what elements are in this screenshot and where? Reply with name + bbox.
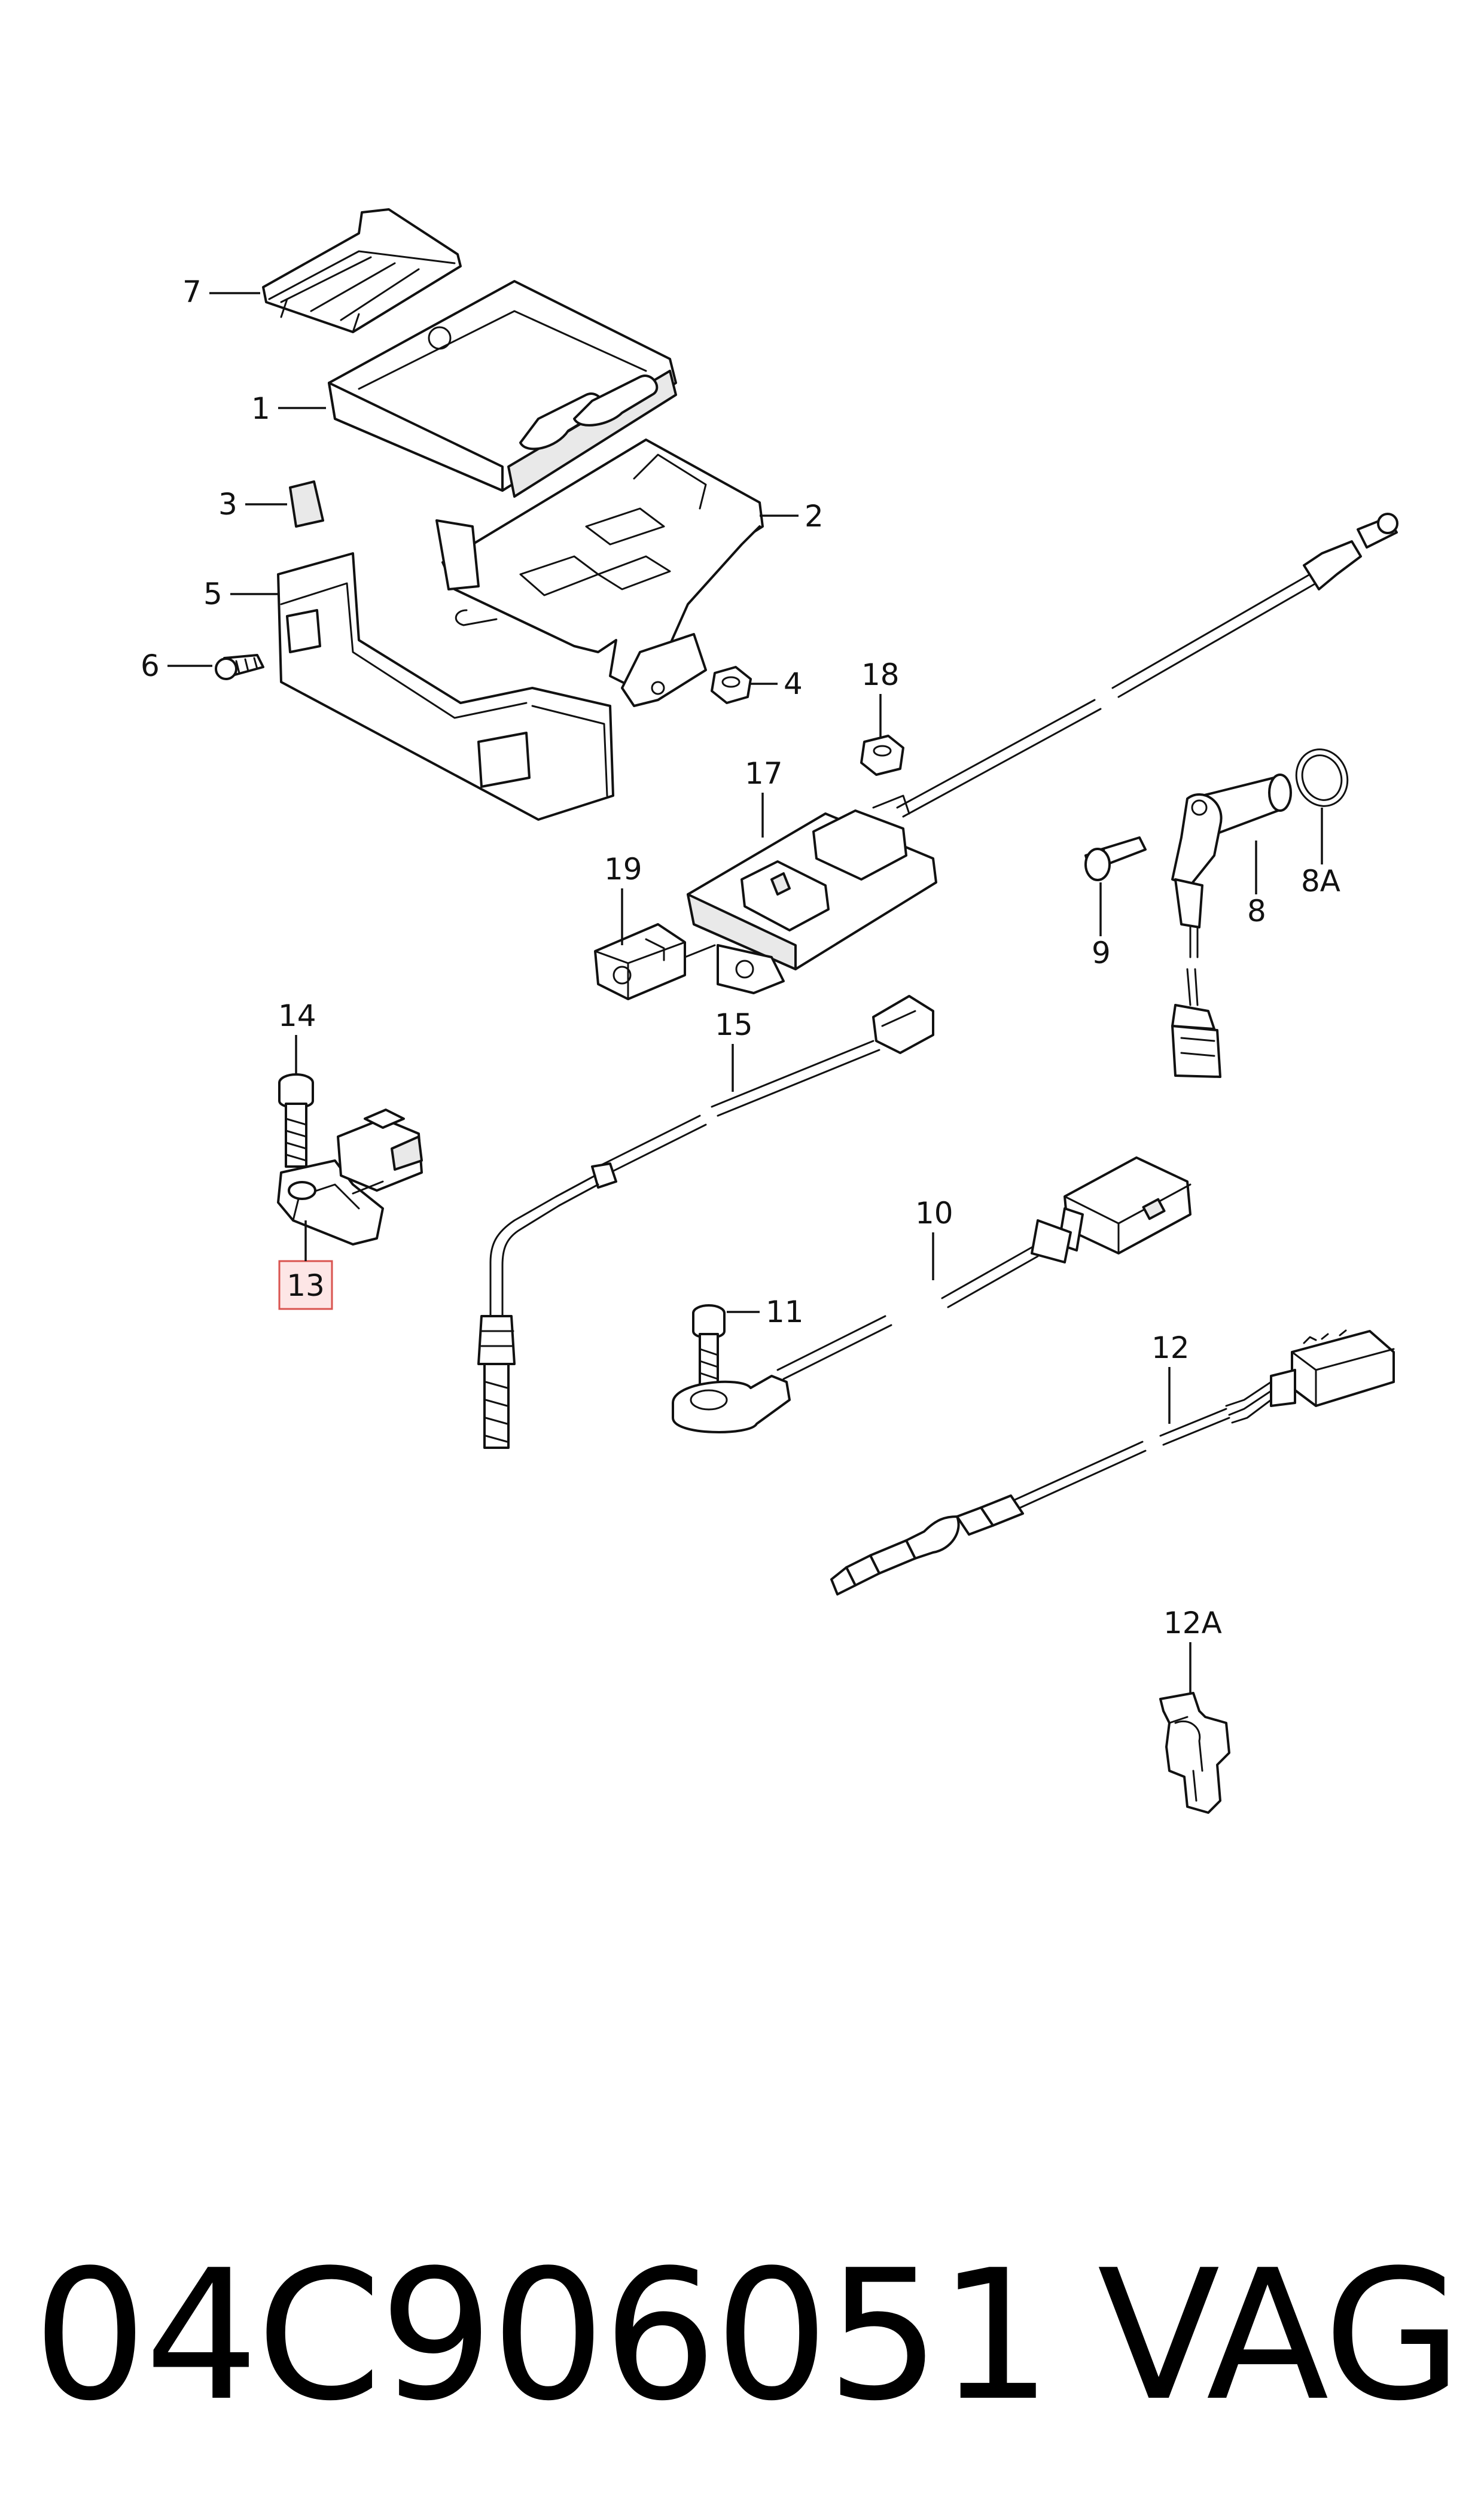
callout-6: 6 [141, 648, 212, 683]
callout-9: 9 [1092, 882, 1111, 970]
part-2-ecu-bracket [435, 439, 764, 707]
part-14-bolt [278, 1073, 314, 1168]
part-7-ecu-cover [262, 208, 462, 333]
callout-19: 19 [604, 852, 642, 945]
part-10-sensor-cable [776, 1156, 1192, 1380]
callout-4: 4 [751, 666, 803, 701]
callout-18: 18 [861, 657, 900, 739]
svg-text:17: 17 [745, 756, 783, 791]
part-19-connector [594, 923, 716, 1000]
part-13-pressure-sensor [277, 1109, 423, 1246]
part-3-pad [289, 480, 324, 528]
svg-text:7: 7 [182, 275, 202, 309]
nox-sensor-cable [896, 513, 1398, 818]
svg-text:1: 1 [251, 391, 270, 426]
svg-text:5: 5 [203, 577, 223, 611]
part-5-lower-bracket [277, 552, 614, 821]
part-18-nut [860, 735, 904, 776]
part-1-engine-control-unit [328, 280, 677, 498]
callout-2: 2 [760, 499, 824, 534]
part-8-speed-sensor [1171, 774, 1292, 1078]
svg-text:8A: 8A [1301, 864, 1340, 899]
callout-10: 10 [915, 1196, 953, 1280]
part-4-nut [711, 666, 752, 704]
svg-text:8: 8 [1247, 894, 1266, 928]
svg-text:3: 3 [218, 487, 237, 522]
callout-17: 17 [745, 756, 783, 838]
svg-text:13: 13 [287, 1268, 325, 1303]
callout-12: 12 [1151, 1330, 1190, 1424]
part-8a-o-ring [1295, 748, 1349, 807]
callout-3: 3 [218, 487, 287, 522]
part-6-screw [215, 654, 264, 680]
svg-text:18: 18 [861, 657, 900, 692]
svg-text:11: 11 [766, 1295, 804, 1329]
footer-part-number: 04C906051 [33, 2231, 1052, 2440]
svg-text:9: 9 [1092, 936, 1111, 970]
svg-text:10: 10 [915, 1196, 953, 1231]
part-12a-clip [1159, 1692, 1230, 1814]
knock-sensor-body [672, 1375, 791, 1433]
callout-5: 5 [203, 577, 278, 611]
callout-8: 8 [1247, 841, 1266, 928]
callout-15: 15 [715, 1007, 753, 1092]
part-9-bolt [1084, 836, 1147, 881]
callout-8a: 8A [1301, 808, 1340, 899]
callout-11: 11 [727, 1295, 804, 1329]
part-12-lambda-probe [830, 1329, 1395, 1596]
callout-1: 1 [251, 391, 326, 426]
svg-text:6: 6 [141, 648, 160, 683]
svg-text:2: 2 [805, 499, 824, 534]
svg-text:15: 15 [715, 1007, 753, 1042]
part-17-control-module [687, 794, 937, 994]
callout-14: 14 [278, 998, 316, 1074]
svg-text:19: 19 [604, 852, 642, 887]
footer-brand: VAG [1097, 2231, 1462, 2440]
callout-13-highlighted[interactable]: 13 [278, 1220, 333, 1310]
part-11-bolt [692, 1304, 726, 1395]
part-15-temperature-sensor [477, 995, 934, 1449]
callout-12a: 12A [1163, 1606, 1222, 1693]
svg-text:12: 12 [1151, 1330, 1190, 1365]
svg-text:12A: 12A [1163, 1606, 1222, 1640]
svg-text:4: 4 [784, 666, 803, 701]
svg-text:14: 14 [278, 998, 316, 1033]
callout-7: 7 [182, 275, 260, 309]
